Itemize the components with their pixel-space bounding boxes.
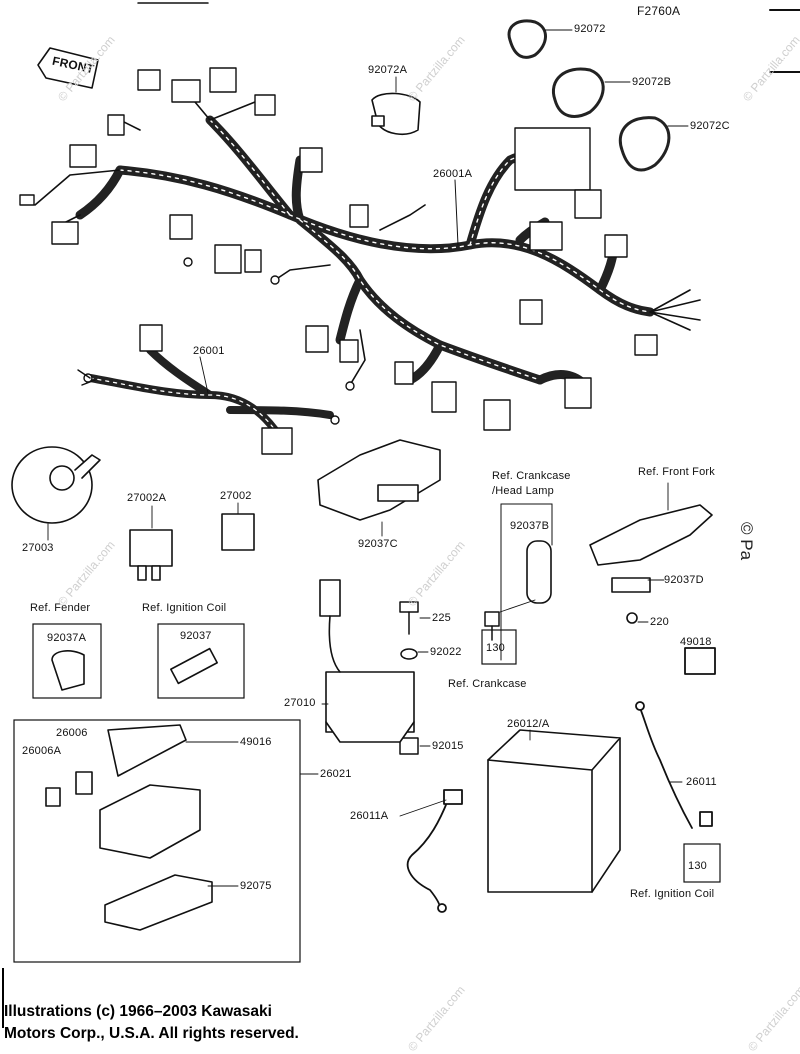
ref-front-fork: Ref. Front Fork [638,466,715,478]
label-92072b: 92072B [632,76,672,88]
left-edge-rule [2,968,4,1028]
label-27002a: 27002A [127,492,167,504]
label-220: 220 [650,616,669,628]
copyright-notice: Illustrations (c) 1966–2003 Kawasaki Mot… [4,1001,299,1045]
label-26001a: 26001A [433,168,473,180]
label-26011a: 26011A [350,810,389,822]
label-92037c: 92037C [358,538,398,550]
copyright-line-2: Motors Corp., U.S.A. All rights reserved… [4,1025,299,1042]
ref-crankcase: Ref. Crankcase [448,678,527,690]
label-26001: 26001 [193,345,225,357]
label-49018: 49018 [680,636,712,648]
ref-crankcase-headlamp-1: Ref. Crankcase [492,470,571,482]
label-26011: 26011 [686,776,717,788]
copyright-line-1: Illustrations (c) 1966–2003 Kawasaki [4,1003,272,1020]
label-27003: 27003 [22,542,54,554]
label-225: 225 [432,612,451,624]
label-26006a: 26006A [22,745,62,757]
label-92022: 92022 [430,646,462,658]
ref-fender: Ref. Fender [30,602,91,614]
side-copyright-mark: © Pa [737,522,756,561]
label-27002: 27002 [220,490,252,502]
ref-crankcase-headlamp-2: /Head Lamp [492,485,554,497]
label-92037d: 92037D [664,574,704,586]
label-92072: 92072 [574,23,606,35]
label-92072c: 92072C [690,120,730,132]
label-26006: 26006 [56,727,88,739]
label-27010: 27010 [284,697,316,709]
label-26012a: 26012/A [507,718,550,730]
label-130-ignition: 130 [688,860,707,872]
label-26021: 26021 [320,768,352,780]
label-92072a: 92072A [368,64,408,76]
label-92015: 92015 [432,740,464,752]
ref-ignition-coil-2: Ref. Ignition Coil [630,888,715,900]
label-49016: 49016 [240,736,272,748]
label-92037: 92037 [180,630,212,642]
figure-code: F2760A [637,4,681,18]
ref-ignition-coil: Ref. Ignition Coil [142,602,227,614]
label-92037b: 92037B [510,520,550,532]
label-92037a: 92037A [47,632,87,644]
label-130-crankcase: 130 [486,642,505,654]
label-92075: 92075 [240,880,272,892]
